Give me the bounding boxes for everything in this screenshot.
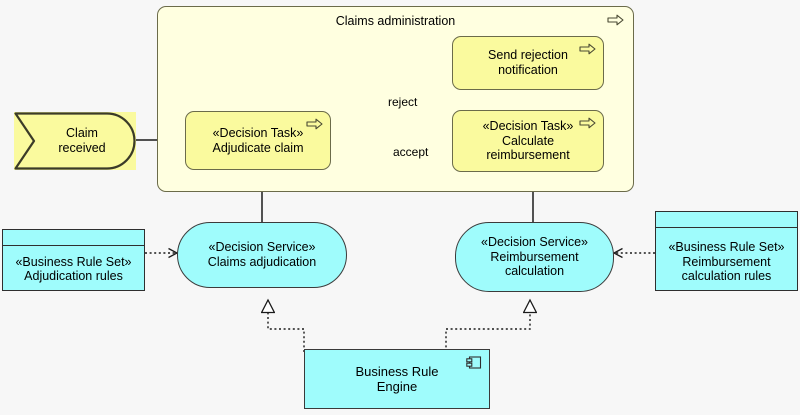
task-label-line-2: reimbursement: [486, 148, 570, 163]
task-stereotype: «Decision Task»: [482, 118, 574, 133]
business-rule-set-adjudication-rules[interactable]: «Business Rule Set» Adjudication rules: [2, 229, 145, 291]
task-label-line-2: notification: [498, 63, 558, 77]
business-event-claim-received[interactable]: Claim received: [14, 112, 136, 170]
ruleset-header-band: [3, 230, 144, 246]
task-adjudicate-claim[interactable]: «Decision Task» Adjudicate claim: [185, 111, 331, 170]
ruleset-label-line-1: Reimbursement: [682, 254, 771, 269]
ruleset-text: «Business Rule Set» Reimbursement calcul…: [656, 240, 797, 284]
process-arrow-icon: [607, 14, 624, 26]
component-label-line-1: Business Rule: [355, 363, 439, 379]
task-stereotype: «Decision Task»: [212, 125, 304, 140]
edge-label-accept: accept: [393, 145, 429, 159]
task-label-line-1: Send rejection: [488, 48, 568, 63]
realization-engine-to-adjudication: [268, 300, 305, 352]
decision-service-claims-adjudication[interactable]: «Decision Service» Claims adjudication: [177, 222, 347, 288]
event-text: Claim received: [44, 126, 105, 156]
process-arrow-icon: [306, 118, 323, 130]
uml-component-icon: [466, 356, 482, 369]
ruleset-label-line-2: calculation rules: [681, 269, 772, 284]
edge-label-reject: reject: [388, 95, 418, 109]
task-label-line-1: Calculate: [501, 133, 555, 148]
service-label: Claims adjudication: [207, 255, 317, 269]
ruleset-stereotype: «Business Rule Set»: [668, 239, 785, 254]
event-line-1: Claim: [66, 126, 98, 141]
task-calculate-reimbursement[interactable]: «Decision Task» Calculate reimbursement: [452, 110, 604, 172]
business-rule-set-reimbursement-calculation-rules[interactable]: «Business Rule Set» Reimbursement calcul…: [655, 211, 798, 291]
event-pennant-shape: [14, 112, 136, 170]
process-arrow-icon: [579, 43, 596, 55]
component-business-rule-engine[interactable]: Business Rule Engine: [304, 349, 490, 409]
realization-engine-to-reimbursement: [445, 300, 530, 352]
process-arrow-icon: [579, 117, 596, 129]
ruleset-header-band: [656, 212, 797, 228]
event-line-2: received: [58, 141, 106, 155]
service-stereotype: «Decision Service»: [208, 240, 316, 255]
ruleset-label: Adjudication rules: [24, 269, 123, 284]
task-label: Adjudicate claim: [212, 140, 304, 155]
container-title: Claims administration: [335, 14, 456, 28]
service-label-line-1: Reimbursement: [490, 249, 579, 264]
service-stereotype: «Decision Service»: [481, 234, 588, 249]
decision-service-reimbursement-calculation[interactable]: «Decision Service» Reimbursement calcula…: [455, 222, 614, 292]
task-send-rejection-notification[interactable]: Send rejection notification: [452, 36, 604, 90]
ruleset-text: «Business Rule Set» Adjudication rules: [3, 255, 144, 285]
ruleset-stereotype: «Business Rule Set»: [15, 254, 132, 269]
service-label-line-2: calculation: [504, 264, 565, 279]
component-label-line-2: Engine: [376, 379, 418, 394]
